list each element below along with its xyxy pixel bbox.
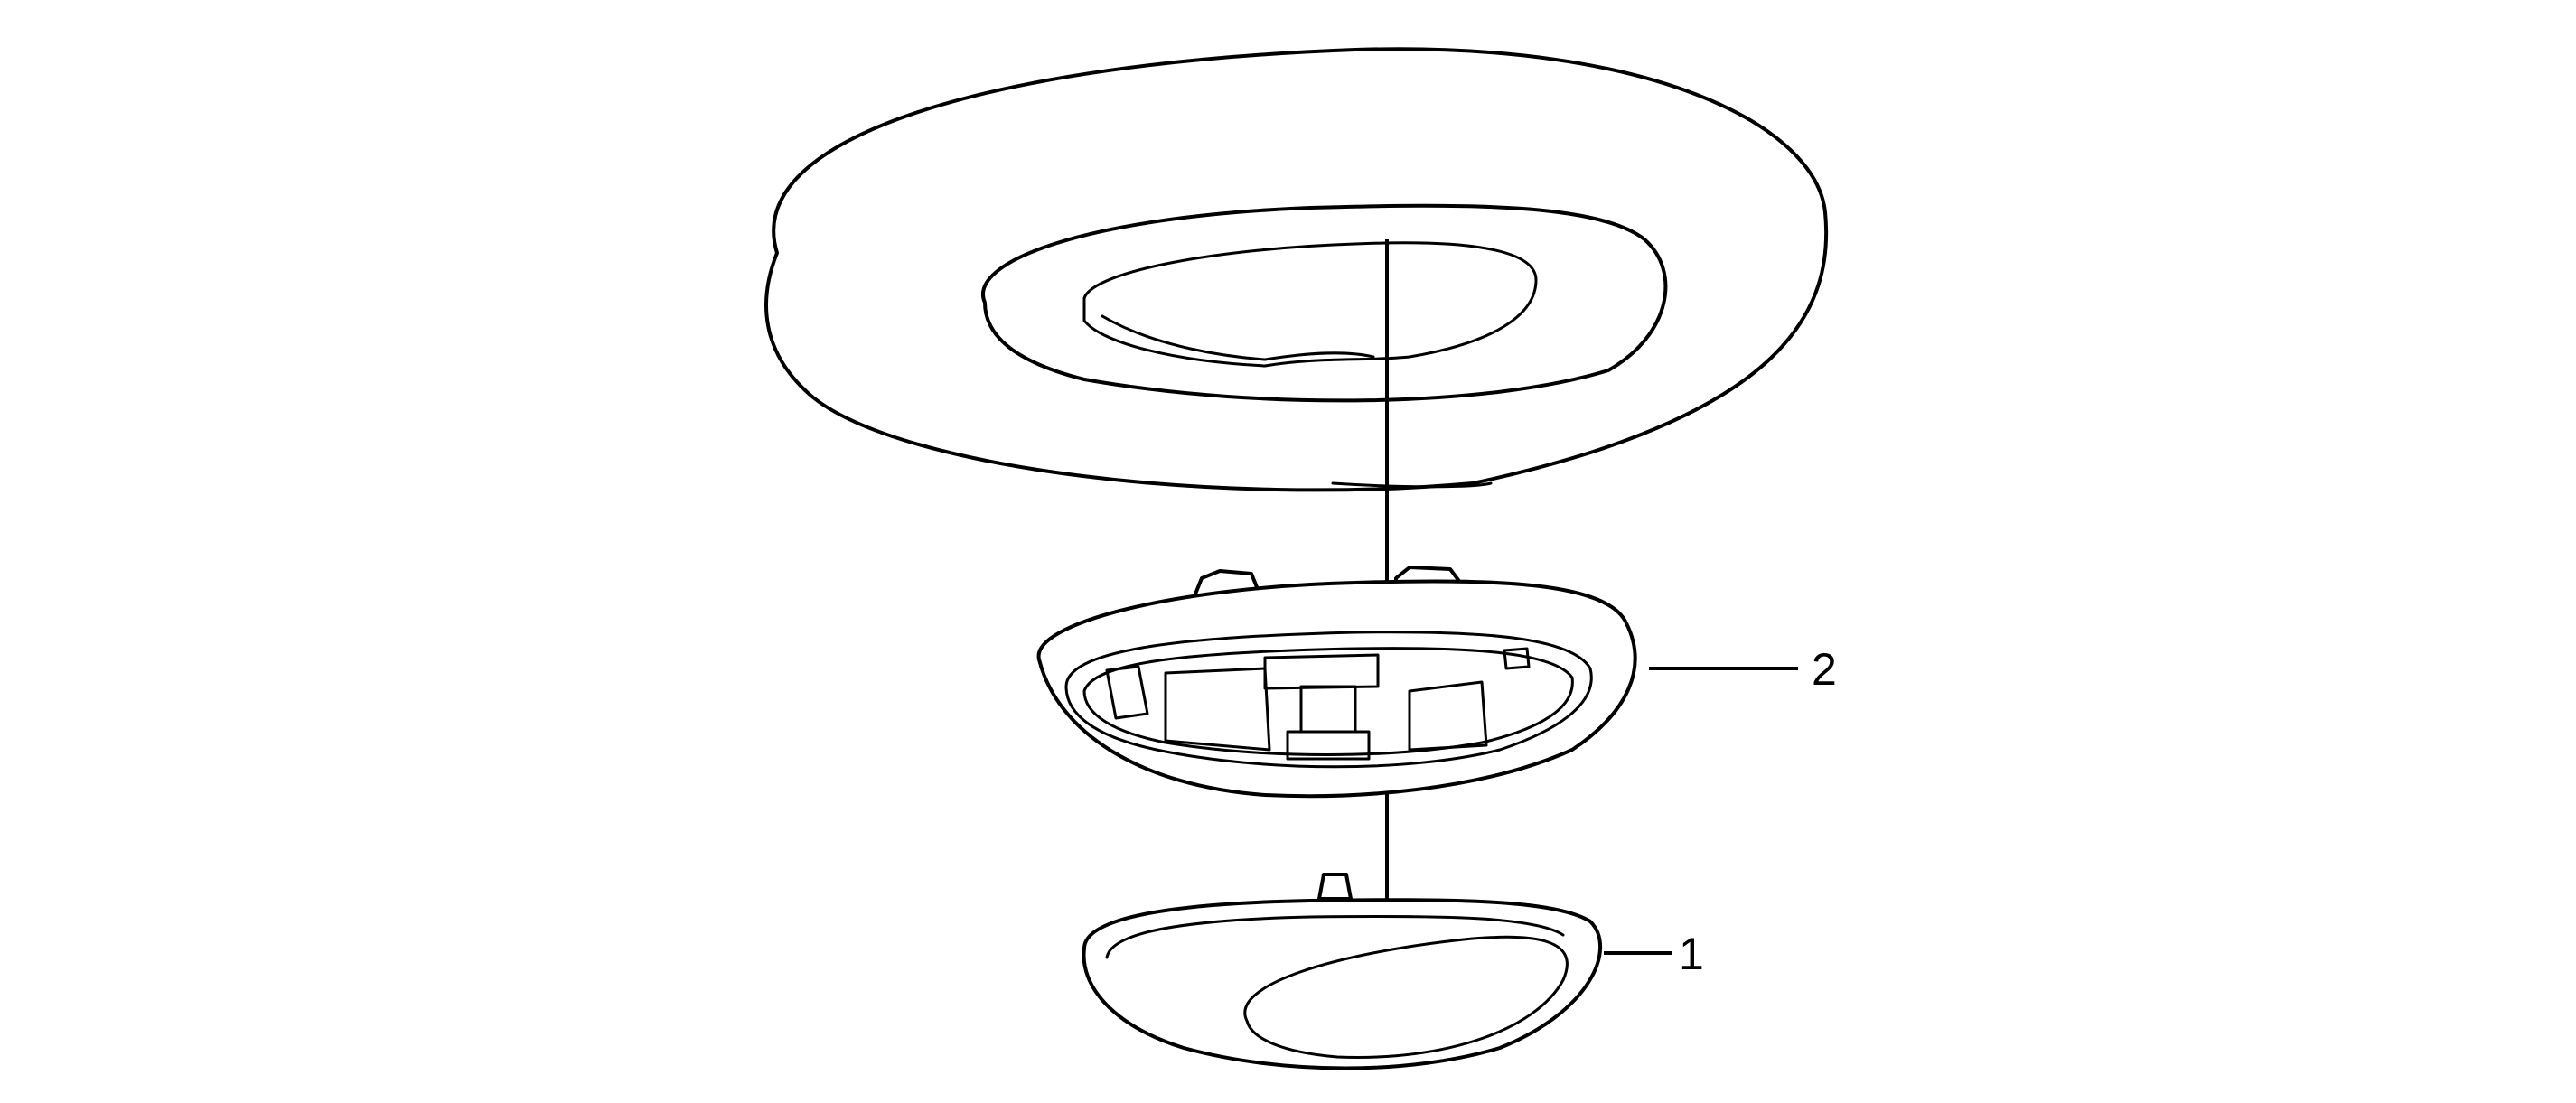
lamp-lens: [1082, 873, 1603, 1070]
callout-label-2: 2: [1812, 644, 1837, 695]
lamp-housing: [1036, 566, 1637, 799]
callout-label-1: 1: [1679, 929, 1704, 979]
headliner-trim-ring: [764, 47, 1829, 492]
